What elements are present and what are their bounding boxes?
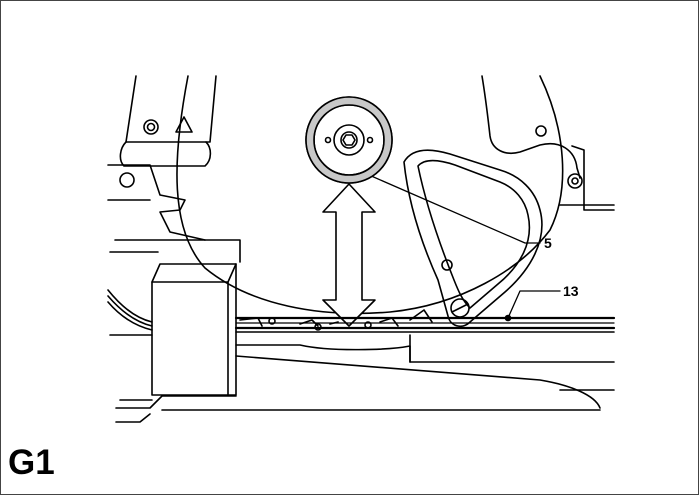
- callout-13: 13: [563, 283, 579, 299]
- leader-line-5: [368, 174, 541, 244]
- saw-blade: [176, 75, 564, 315]
- circle-symbol-icon: [143, 119, 159, 135]
- double-arrow: [322, 183, 376, 327]
- figure-label: G1: [8, 443, 55, 482]
- fence-block: [151, 263, 237, 396]
- riving-knife: [403, 149, 543, 328]
- callout-5: 5: [544, 235, 552, 251]
- upper-right-guard: [481, 75, 581, 179]
- triangle-symbol-icon: [175, 116, 193, 133]
- leader-line-13: [507, 290, 561, 319]
- upper-left-guard: [125, 75, 217, 143]
